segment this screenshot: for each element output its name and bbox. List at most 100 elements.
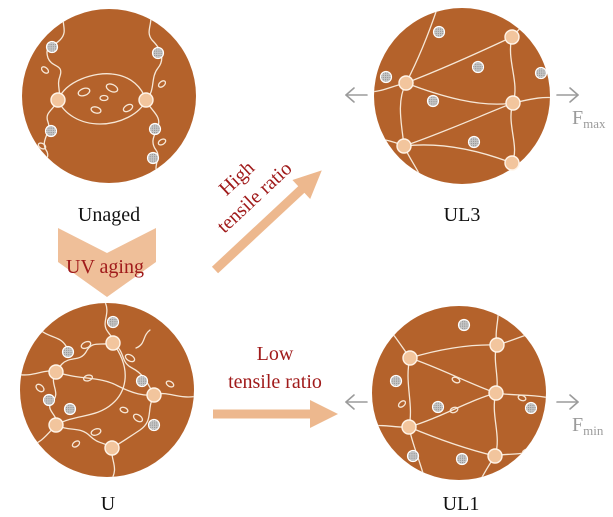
panel-ul1: UL1 (372, 306, 546, 515)
chain-curl (82, 374, 94, 382)
chain-curl (122, 103, 134, 113)
left-arrow-icon (345, 394, 368, 410)
arrow-head (292, 170, 322, 200)
crosslink-node (138, 92, 154, 108)
force-symbol: F (572, 414, 583, 436)
filler-particle (426, 94, 440, 108)
panel-unaged: Unaged (22, 9, 196, 226)
force-subscript: max (583, 116, 606, 131)
right-arrow-icon (556, 87, 579, 103)
crosslink-node (488, 385, 504, 401)
filler-particle (42, 393, 56, 407)
chain-curl (99, 94, 109, 102)
polymer-chain (409, 357, 497, 394)
chain-curl (35, 383, 45, 393)
chain-curl (124, 353, 136, 363)
polymer-chain (409, 344, 498, 359)
arrow-shaft (213, 409, 313, 419)
polymer-chain (405, 36, 513, 84)
polymer-chain (55, 371, 155, 396)
chain-curl (105, 83, 119, 93)
polymer-chain (405, 82, 514, 105)
crosslink-node (487, 448, 503, 464)
crosslink-node (48, 364, 64, 380)
crosslink-node (504, 29, 520, 45)
arrow-head (310, 400, 338, 428)
filler-particle (524, 401, 538, 415)
chain-curl (157, 138, 167, 146)
polymer-chain (405, 8, 439, 84)
uv-aging-arrow: UV aging (58, 228, 156, 297)
filler-particle (432, 25, 446, 39)
crosslink-node (398, 75, 414, 91)
chain-curl (80, 340, 92, 350)
chain-curl (119, 406, 129, 414)
crosslink-node (104, 440, 120, 456)
crosslink-node (401, 419, 417, 435)
filler-particle (151, 46, 165, 60)
chain-curl (77, 87, 91, 97)
rubber-matrix (20, 303, 194, 477)
polymer-chain (111, 394, 155, 449)
polymer-chain (135, 329, 151, 349)
polymer-chain (408, 392, 497, 428)
low-label: Low (257, 343, 294, 365)
rubber-matrix (374, 8, 550, 184)
force-ul3: Fmax (345, 87, 606, 131)
crosslink-node (48, 417, 64, 433)
panel-u: U (20, 303, 194, 515)
low-tensile-ratio-arrow: Low tensile ratio (213, 343, 338, 428)
crosslink-node (402, 350, 418, 366)
crosslink-node (489, 337, 505, 353)
filler-particle (471, 60, 485, 74)
filler-particle (135, 374, 149, 388)
force-symbol: F (572, 107, 583, 129)
filler-particle (106, 315, 120, 329)
crosslink-node (505, 95, 521, 111)
chain-curl (132, 413, 144, 423)
arrow-shaft (211, 183, 308, 274)
force-subscript: min (583, 423, 604, 438)
chain-curl (165, 380, 175, 388)
right-arrow-icon (556, 394, 579, 410)
chain-curl (449, 406, 459, 414)
high-tensile-ratio-arrow: High tensile ratio (211, 157, 322, 274)
chain-curl (90, 428, 102, 436)
filler-particle (147, 418, 161, 432)
filler-particle (534, 66, 548, 80)
panel-label-unaged: Unaged (78, 204, 140, 226)
chain-curl (397, 400, 407, 408)
panel-label-ul1: UL1 (443, 493, 480, 515)
force-min-label: Fmin (572, 414, 604, 438)
force-ul1: Fmin (345, 394, 604, 438)
chain-curl (71, 440, 81, 448)
chain-curl (90, 106, 102, 114)
polymer-chain (403, 144, 513, 164)
filler-particle (389, 374, 403, 388)
chain-curl (157, 80, 167, 88)
filler-particle (146, 151, 160, 165)
polymer-chain (408, 426, 496, 457)
polymer-chain (403, 102, 514, 147)
filler-particle (44, 124, 58, 138)
crosslink-node (504, 155, 520, 171)
polymer-chain (55, 342, 126, 426)
filler-particle (61, 345, 75, 359)
filler-particle (431, 400, 445, 414)
filler-particle (455, 452, 469, 466)
crosslink-node (396, 138, 412, 154)
panel-label-ul3: UL3 (444, 204, 481, 226)
chain-curl (37, 142, 47, 150)
chain-curl (40, 66, 50, 74)
chain-curl (517, 394, 527, 402)
crosslink-node (105, 335, 121, 351)
polymer-chain (112, 342, 155, 396)
panel-label-u: U (101, 493, 116, 515)
force-max-label: Fmax (572, 107, 606, 131)
panel-ul3: UL3 (374, 8, 550, 226)
crosslink-node (146, 387, 162, 403)
uv-aging-label: UV aging (66, 256, 144, 278)
filler-particle (148, 122, 162, 136)
filler-particle (467, 135, 481, 149)
